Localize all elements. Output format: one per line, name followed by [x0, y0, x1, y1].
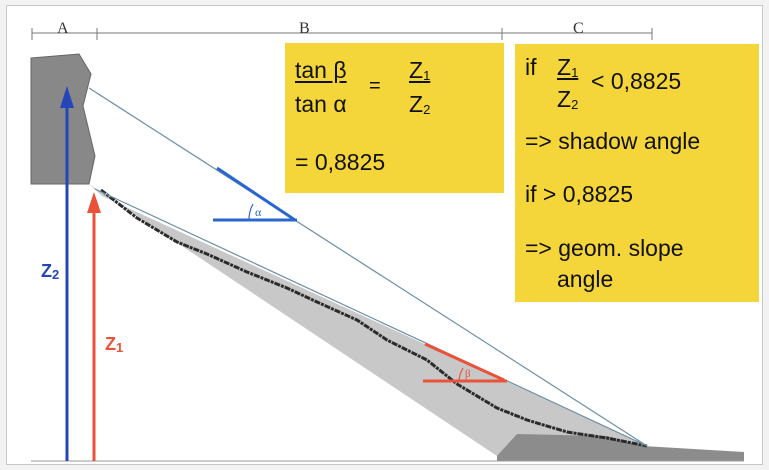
z1-arrowhead	[87, 192, 101, 213]
rock-cliff	[30, 53, 96, 185]
rule-result-shadow: => shadow angle	[525, 128, 701, 154]
formula-box: tan β tan α = Z1 Z2 = 0,8825	[285, 43, 504, 193]
valley-floor	[497, 434, 744, 461]
formula-result: = 0,8825	[295, 149, 386, 175]
figure-frame: α β A B C Z2 Z1 tan β tan α = Z1 Z2 = 0,…	[6, 5, 763, 465]
talus-slope	[89, 184, 647, 456]
beta-label: β	[465, 368, 471, 380]
debris-line	[100, 188, 648, 448]
z2-label: Z2	[41, 261, 60, 282]
tan-alpha-denominator: tan α	[295, 91, 347, 117]
rule-if: if	[525, 54, 537, 80]
alpha-arc	[248, 203, 254, 221]
rule-result-slope-1: => geom. slope	[525, 235, 684, 261]
rule-result-slope-2: angle	[557, 266, 614, 292]
shadow-angle-line	[88, 87, 648, 447]
beta-wedge-hypotenuse	[424, 342, 505, 382]
rule-threshold: < 0,8825	[591, 68, 682, 94]
rule-if-greater: if > 0,8825	[525, 181, 634, 207]
rule-box: if Z1 Z2 < 0,8825 => shadow angle if > 0…	[515, 44, 759, 302]
z2-denominator: Z2	[409, 91, 431, 117]
tan-beta-numerator: tan β	[295, 57, 347, 83]
slope-angle-line	[94, 188, 648, 447]
slope-diagram: α β	[30, 28, 744, 462]
formula-equals: =	[369, 75, 381, 97]
alpha-wedge-hypotenuse	[216, 166, 296, 222]
segment-label-c: C	[573, 20, 584, 37]
z2-arrowhead	[60, 86, 74, 108]
segment-label-b: B	[299, 20, 310, 37]
rule-fraction-numerator: Z1	[557, 54, 579, 80]
rule-fraction-denominator: Z2	[557, 86, 579, 112]
z1-label: Z1	[105, 334, 124, 355]
z1-numerator: Z1	[409, 57, 431, 83]
beta-arc	[458, 367, 464, 382]
segment-label-a: A	[57, 20, 69, 37]
alpha-label: α	[255, 205, 262, 219]
